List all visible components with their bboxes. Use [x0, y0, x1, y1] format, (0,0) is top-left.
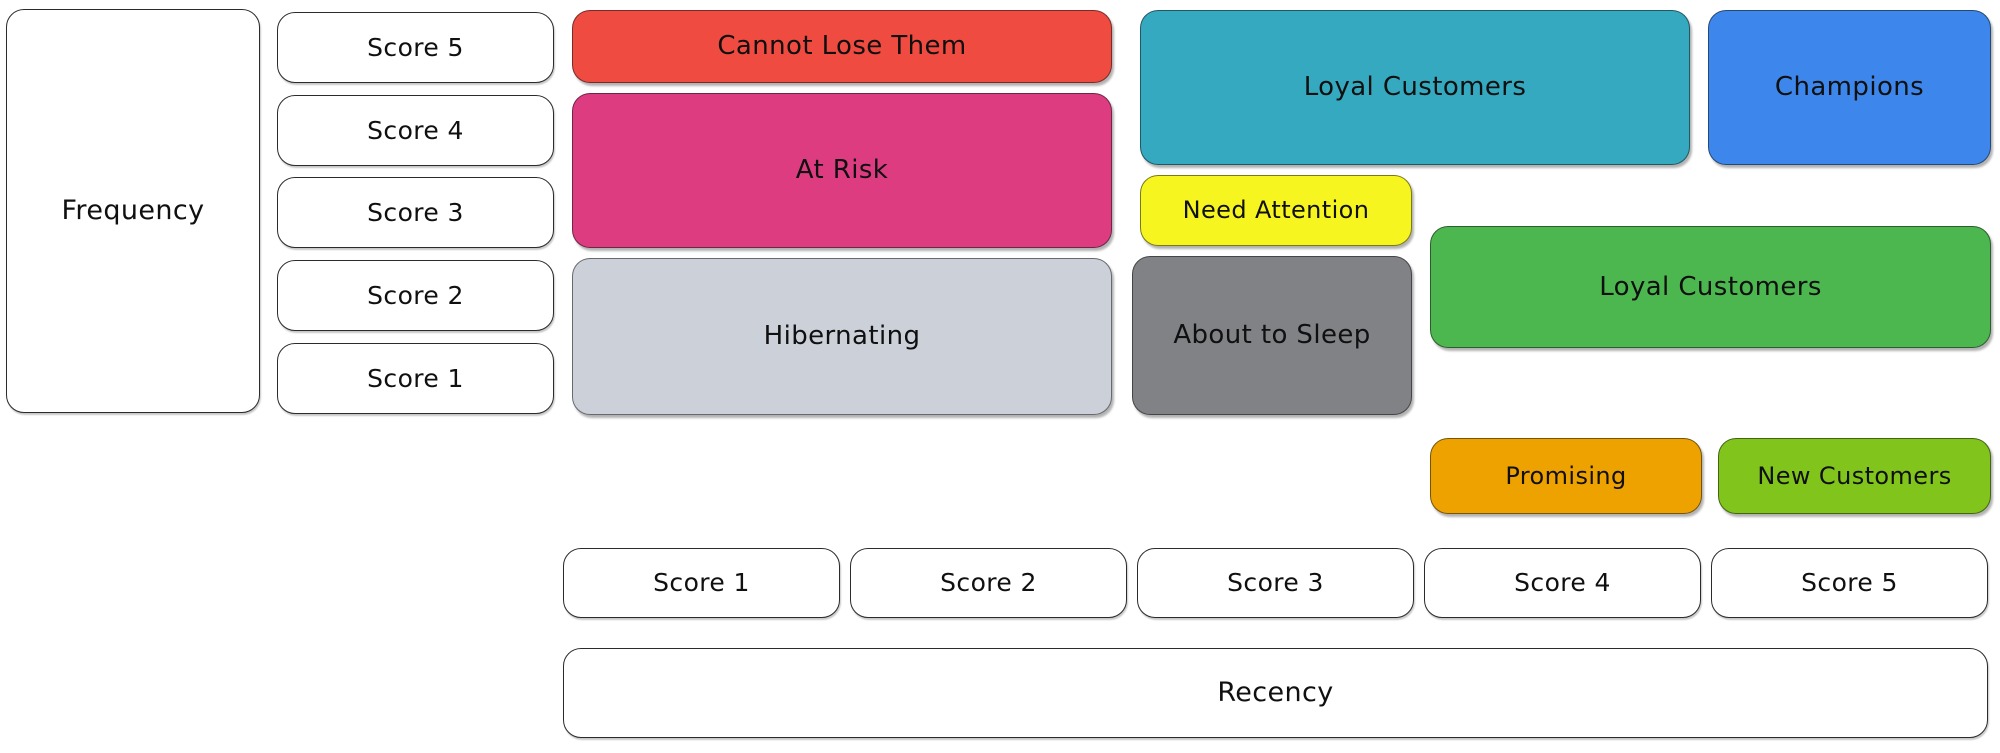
frequency-score-3-label: Score 3 [367, 197, 464, 227]
frequency-score-5-label: Score 5 [367, 32, 464, 62]
segment-about-to-sleep-label: About to Sleep [1173, 320, 1371, 351]
frequency-score-3[interactable]: Score 3 [277, 177, 554, 248]
segment-loyal-customers-green-label: Loyal Customers [1599, 271, 1822, 302]
segment-champions-label: Champions [1774, 72, 1925, 103]
segment-new-customers-label: New Customers [1757, 461, 1952, 490]
segment-loyal-customers-teal[interactable]: Loyal Customers [1140, 10, 1690, 165]
recency-score-1[interactable]: Score 1 [563, 548, 840, 618]
recency-score-5-label: Score 5 [1801, 568, 1898, 598]
frequency-score-4[interactable]: Score 4 [277, 95, 554, 166]
recency-score-2[interactable]: Score 2 [850, 548, 1127, 618]
frequency-axis-label: Frequency [6, 9, 260, 413]
segment-loyal-customers-teal-label: Loyal Customers [1303, 72, 1527, 103]
recency-score-1-label: Score 1 [653, 568, 750, 598]
segment-need-attention-label: Need Attention [1182, 196, 1370, 225]
frequency-score-5[interactable]: Score 5 [277, 12, 554, 83]
recency-score-4[interactable]: Score 4 [1424, 548, 1701, 618]
recency-score-4-label: Score 4 [1514, 568, 1611, 598]
segment-promising-label: Promising [1505, 461, 1627, 490]
recency-axis-text: Recency [1217, 677, 1334, 709]
frequency-score-2-label: Score 2 [367, 280, 464, 310]
recency-score-3[interactable]: Score 3 [1137, 548, 1414, 618]
recency-score-3-label: Score 3 [1227, 568, 1324, 598]
segment-hibernating-label: Hibernating [763, 321, 921, 352]
segment-promising[interactable]: Promising [1430, 438, 1702, 514]
segment-champions[interactable]: Champions [1708, 10, 1991, 165]
segment-new-customers[interactable]: New Customers [1718, 438, 1991, 514]
recency-axis-label: Recency [563, 648, 1988, 738]
segment-need-attention[interactable]: Need Attention [1140, 175, 1412, 246]
frequency-axis-text: Frequency [61, 195, 205, 227]
segment-cannot-lose-them[interactable]: Cannot Lose Them [572, 10, 1112, 83]
segment-cannot-lose-them-label: Cannot Lose Them [717, 31, 967, 62]
frequency-score-4-label: Score 4 [367, 115, 464, 145]
segment-at-risk-label: At Risk [795, 155, 889, 186]
segment-loyal-customers-green[interactable]: Loyal Customers [1430, 226, 1991, 348]
frequency-score-1-label: Score 1 [367, 363, 464, 393]
recency-score-5[interactable]: Score 5 [1711, 548, 1988, 618]
segment-at-risk[interactable]: At Risk [572, 93, 1112, 248]
segment-hibernating[interactable]: Hibernating [572, 258, 1112, 415]
segment-about-to-sleep[interactable]: About to Sleep [1132, 256, 1412, 415]
frequency-score-1[interactable]: Score 1 [277, 343, 554, 414]
frequency-score-2[interactable]: Score 2 [277, 260, 554, 331]
recency-score-2-label: Score 2 [940, 568, 1037, 598]
